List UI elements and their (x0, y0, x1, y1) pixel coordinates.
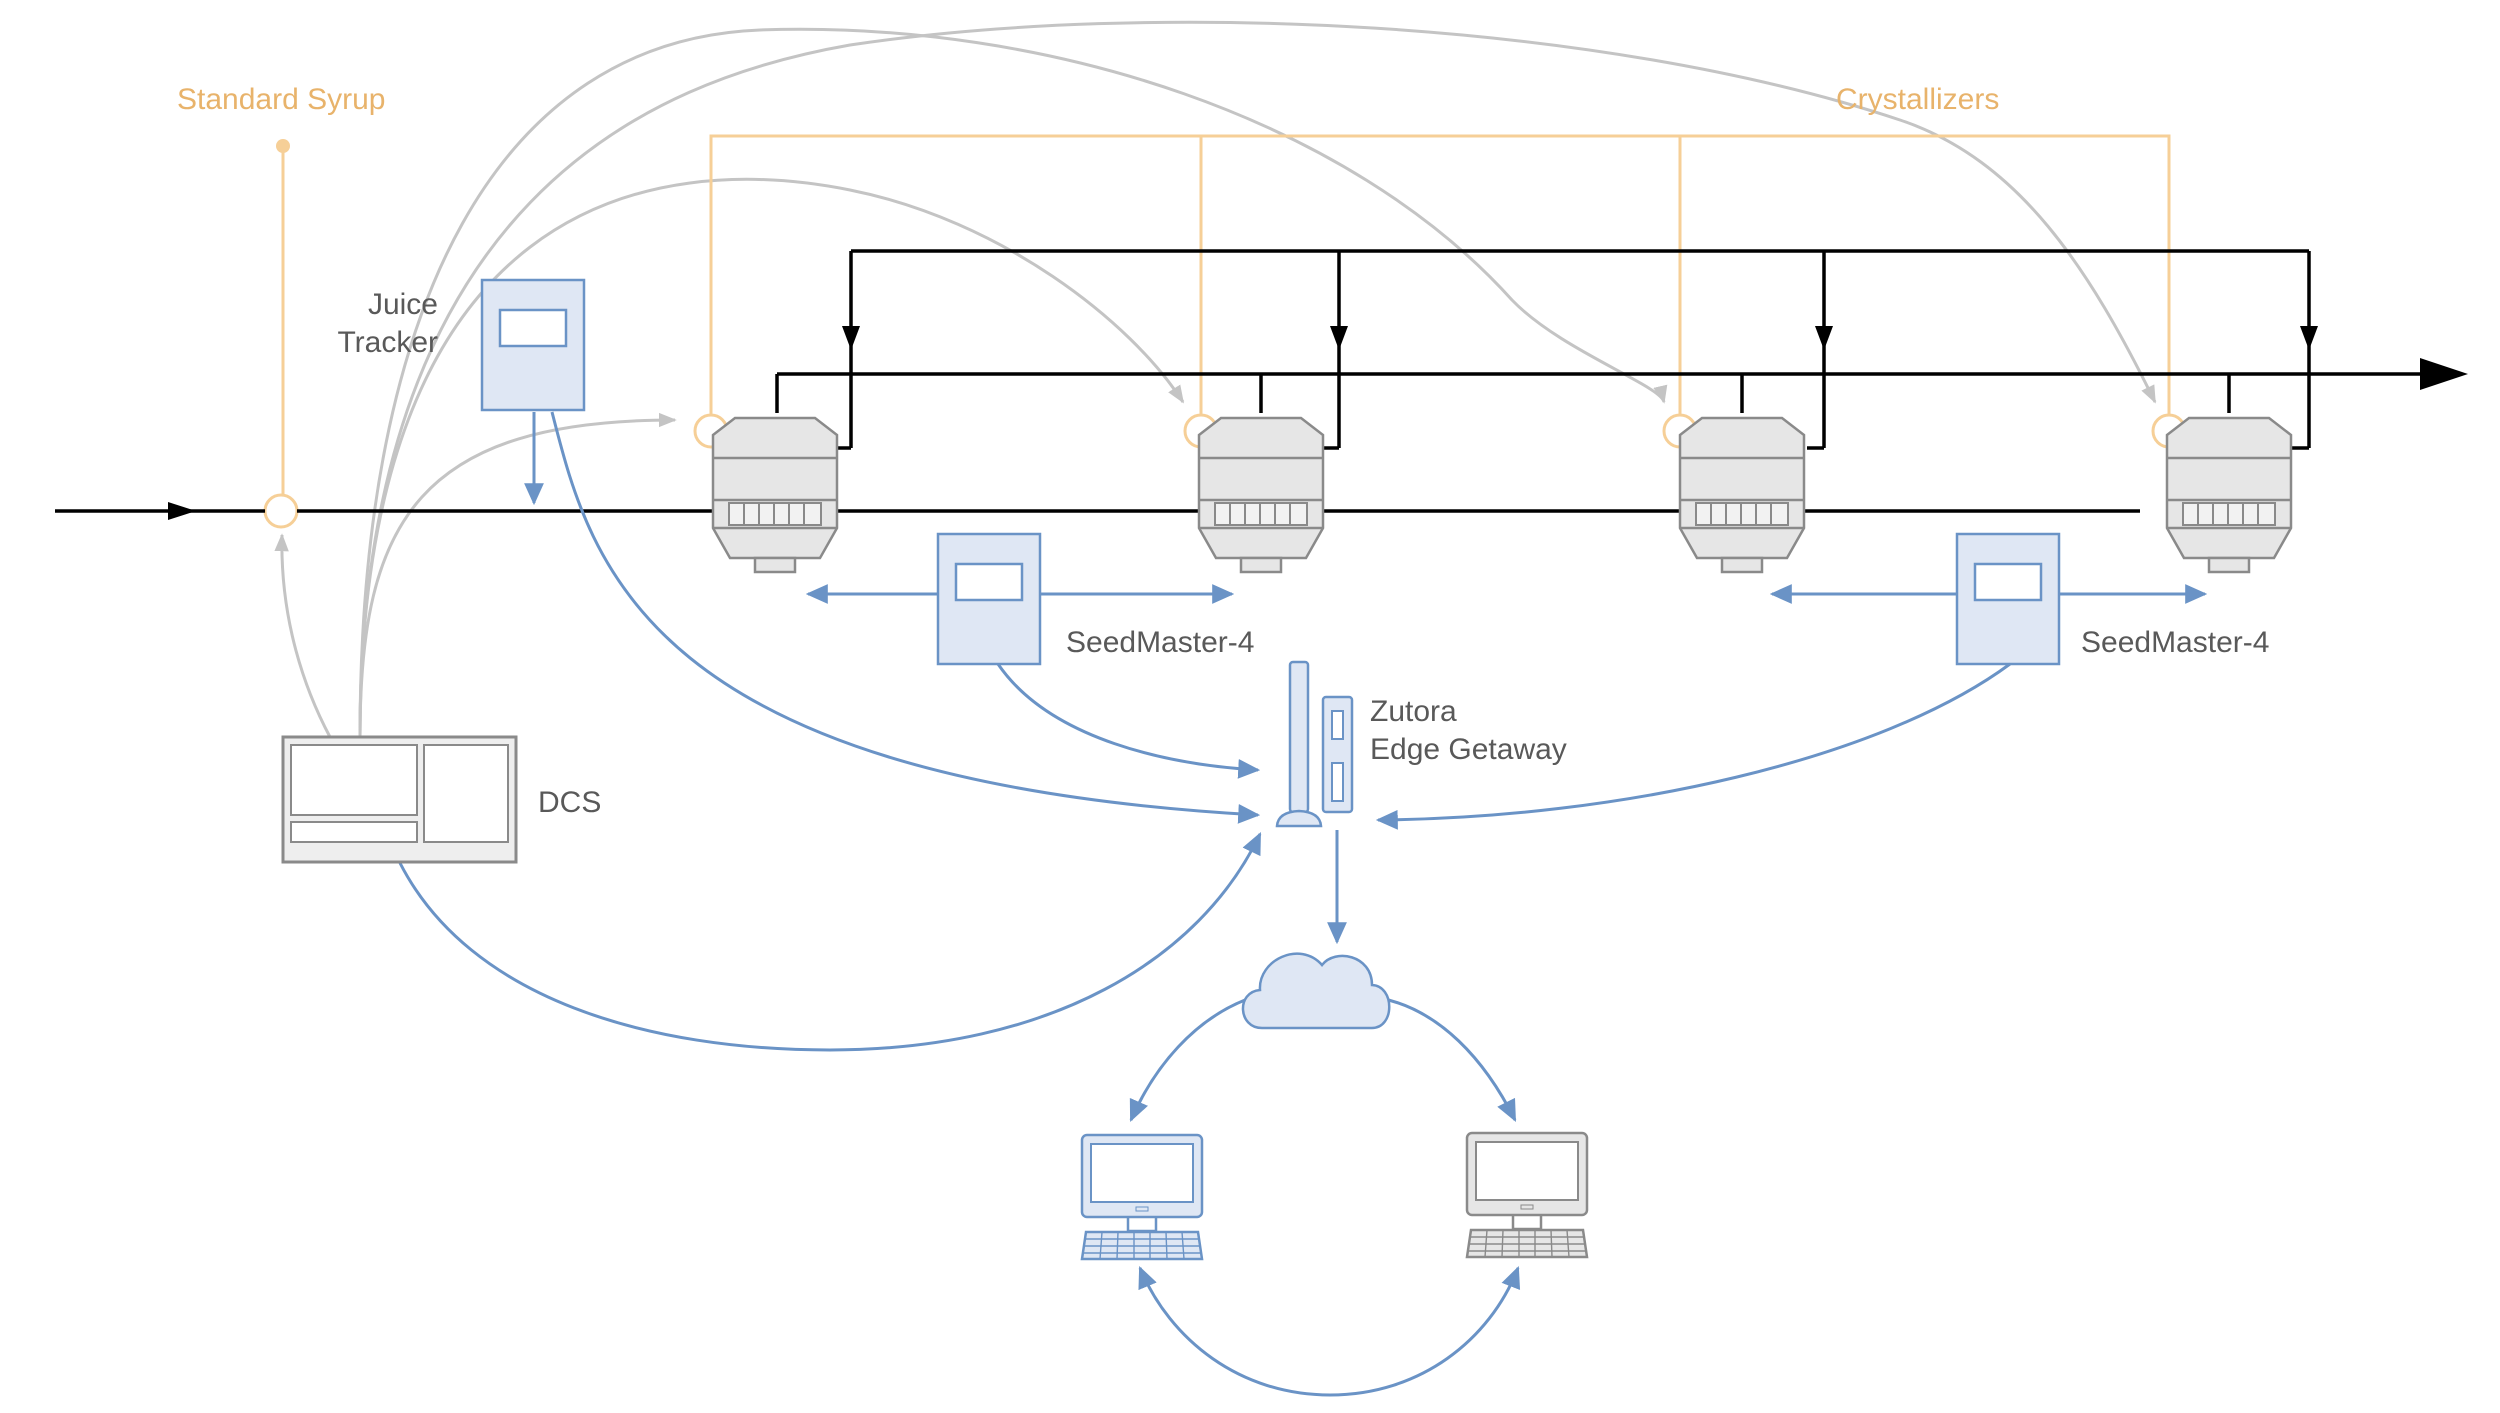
seedmaster-left-label: SeedMaster-4 (1066, 626, 1254, 659)
signal-dcs-to-crystallizer-4 (358, 20, 2157, 738)
dcs-label: DCS (538, 786, 601, 819)
dcs-to-gateway (398, 832, 1262, 1052)
signal-dcs-to-syrup (274, 533, 332, 738)
signal-dcs-to-crystallizer-2 (358, 177, 1185, 738)
signal-dcs-to-crystallizer-1 (358, 412, 677, 738)
cloud-to-workstation-left (1129, 998, 1246, 1123)
crystallizer-4 (2165, 416, 2293, 574)
cloud-icon (1241, 952, 1391, 1030)
cloud-to-workstation-right (1379, 996, 1517, 1122)
juice-tracker-label-line1: Juice (368, 288, 438, 321)
juice-tracker-to-gateway (550, 411, 1261, 824)
crystallizer-1 (711, 416, 839, 574)
dcs-panel-icon (281, 735, 518, 864)
gray-signal-lines (274, 20, 2157, 738)
workstation-link (1138, 1265, 1521, 1397)
syrup-injection-point (263, 493, 299, 529)
workstation-right-icon[interactable] (1465, 1131, 1589, 1259)
syrup-source-dot (276, 139, 290, 153)
seedmaster-right-label: SeedMaster-4 (2081, 626, 2269, 659)
edge-gateway-icon (1275, 660, 1354, 828)
workstation-left-icon[interactable] (1080, 1133, 1204, 1261)
crystallizers-label: Crystallizers (1836, 83, 1999, 116)
gateway-label-line2: Edge Getaway (1370, 733, 1567, 766)
juice-tracker-label-line2: Tracker (337, 326, 438, 359)
seedmaster-left-to-gateway (996, 663, 1261, 779)
crystallizer-2 (1197, 416, 1325, 574)
seedmaster-right-to-gateway (1375, 662, 2011, 830)
product-arrow (2420, 358, 2468, 390)
network-links (398, 411, 2208, 1397)
gateway-label-line1: Zutora (1370, 695, 1457, 728)
signal-dcs-to-crystallizer-3 (358, 27, 1668, 738)
seedmaster-right-device (1955, 532, 2061, 666)
standard-syrup-label: Standard Syrup (177, 83, 385, 116)
feed-arrow (168, 502, 196, 520)
crystallizer-3 (1678, 416, 1806, 574)
seedmaster-left-device (936, 532, 1042, 666)
juice-tracker-device (480, 278, 586, 412)
